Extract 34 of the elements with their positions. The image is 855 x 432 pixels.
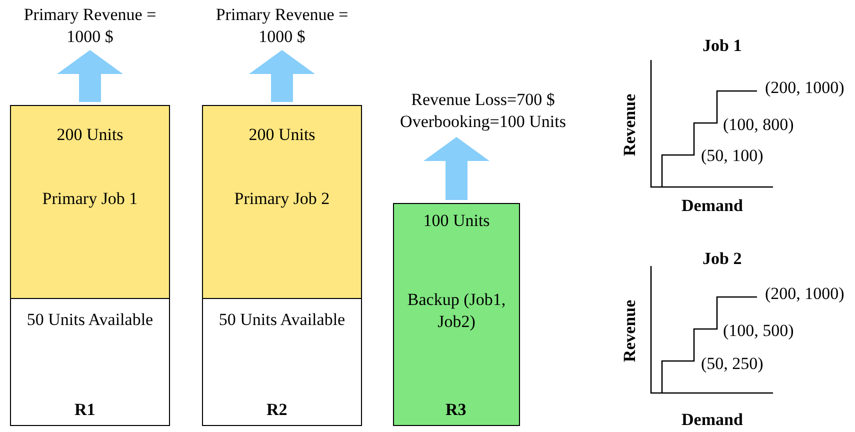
arrow [249, 50, 315, 102]
column-label: R3 [446, 400, 466, 420]
column-label: R2 [266, 400, 288, 420]
primary-job-block [10, 105, 170, 299]
axis-label: Revenue [620, 300, 640, 362]
column-label: R1 [74, 400, 96, 420]
data-point-label: (100, 800) [723, 115, 794, 135]
note-text: Primary Revenue = 1000 $ [214, 4, 350, 48]
units-label: 200 Units [248, 125, 316, 144]
units-label: 50 Units Available [26, 310, 154, 329]
chart-title: Job 2 [702, 249, 742, 269]
block-label: Primary Job 2 [234, 189, 330, 208]
available-units-block [10, 298, 170, 426]
note-text: Primary Revenue = 1000 $ [22, 4, 158, 48]
axis-label: Revenue [620, 94, 640, 156]
data-point-label: (50, 100) [701, 146, 764, 166]
arrow [424, 137, 490, 200]
primary-job-block [202, 105, 362, 299]
units-label: 50 Units Available [218, 310, 346, 329]
axis-label: Demand [682, 410, 743, 430]
block-label: Primary Job 1 [42, 189, 138, 208]
backup-block [393, 203, 520, 426]
arrow [57, 50, 123, 102]
block-label: Backup (Job1, Job2) [407, 290, 506, 331]
axis-label: Demand [682, 196, 743, 216]
data-point-label: (100, 500) [723, 321, 794, 341]
available-units-block [202, 298, 362, 426]
units-label: 200 Units [56, 125, 124, 144]
data-point-label: (200, 1000) [765, 284, 844, 304]
data-point-label: (50, 250) [701, 354, 764, 374]
data-point-label: (200, 1000) [765, 78, 844, 98]
chart-title: Job 1 [702, 36, 742, 56]
note-text: Revenue Loss=700 $ Overbooking=100 Units [399, 89, 567, 133]
units-label: 100 Units [423, 211, 490, 230]
